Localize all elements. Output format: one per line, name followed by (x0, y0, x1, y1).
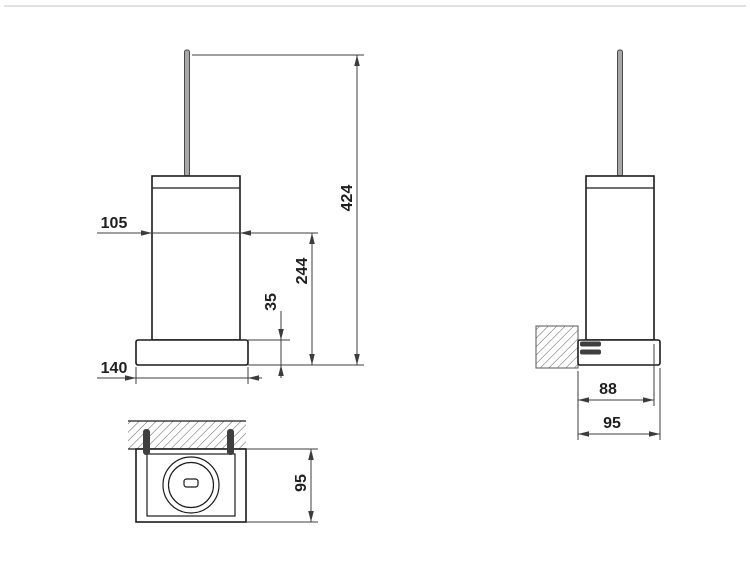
dimension-label-front-total-height: 424 (339, 185, 356, 212)
dimension-label-top-depth: 95 (293, 474, 310, 492)
arrowhead (578, 397, 589, 403)
dimension-label-side-total-depth: 95 (603, 415, 621, 432)
dimension-label-front-base-width: 140 (101, 360, 128, 377)
dimension-label-front-holder-height: 244 (294, 258, 311, 285)
arrowhead (125, 375, 136, 381)
arrowhead (309, 233, 315, 244)
mounting-pin-left (143, 429, 150, 455)
brush-handle-front (184, 49, 190, 177)
cup-inner-circle (167, 461, 215, 509)
arrowhead (309, 354, 315, 365)
dimension-side-total-depth: 95 (578, 368, 661, 440)
arrowhead (578, 431, 589, 437)
holder-base-front (135, 339, 249, 366)
dimension-front-base-height: 35 (248, 293, 290, 378)
handle-slot (183, 478, 199, 488)
arrowhead (278, 329, 284, 340)
arrowhead (308, 511, 314, 522)
holder-outline-top (135, 448, 247, 523)
arrowhead (141, 230, 152, 236)
mounting-screw-upper (580, 341, 601, 347)
dimension-front-total-height: 424 (192, 54, 364, 366)
dimension-front-width: 105 (97, 215, 318, 236)
dimension-front-base-width: 140 (97, 360, 262, 384)
arrowhead (649, 431, 660, 437)
dimension-label-front-width: 105 (101, 215, 128, 232)
wall-section-side (535, 325, 579, 369)
dimension-front-holder-height: 244 (294, 233, 315, 365)
dimension-top-depth: 95 (246, 448, 318, 523)
cup-outer-circle (162, 456, 220, 514)
brush-handle-side (617, 49, 623, 177)
mounting-screw-lower (580, 349, 601, 355)
holder-body-side (585, 175, 655, 341)
dimension-label-side-body-depth: 88 (599, 381, 617, 398)
arrowhead (248, 375, 259, 381)
arrowhead (354, 55, 360, 66)
arrowhead (643, 397, 654, 403)
front-view (135, 49, 249, 366)
side-view (535, 49, 661, 369)
arrowhead (354, 354, 360, 365)
dimension-side-body-depth: 88 (577, 344, 655, 440)
arrowhead (278, 365, 284, 376)
arrowhead (240, 230, 251, 236)
dimension-label-front-base-height: 35 (263, 293, 280, 311)
holder-body-front (151, 175, 241, 341)
arrowhead (308, 449, 314, 460)
holder-inner-outline-top (146, 453, 236, 517)
mounting-pin-right (227, 429, 234, 455)
top-view (128, 420, 247, 523)
